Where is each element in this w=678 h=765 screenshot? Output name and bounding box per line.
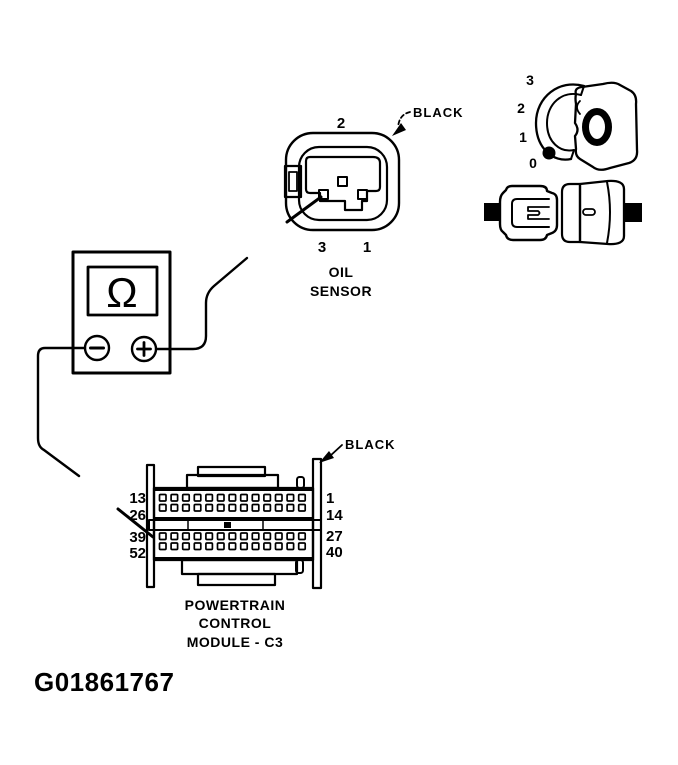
pcm-center-rail [148, 519, 322, 531]
terminal-mark-2: 2 [517, 100, 525, 116]
mating-connector-male-lobe [560, 182, 582, 244]
pcm-black-arrowhead-icon [319, 451, 334, 463]
pcm-caption-line3: MODULE - C3 [187, 634, 284, 650]
mating-connector-slot [582, 208, 596, 216]
mating-connector-female-outline [498, 184, 559, 242]
pcm-upper-pin-block [153, 489, 314, 519]
ohmmeter-display [86, 265, 159, 317]
pcm-pin-label-1: 1 [326, 490, 334, 507]
mating-connector-tongue [527, 206, 550, 220]
pcm-center-rail-ticks [187, 519, 264, 531]
pcm-pin-grid [158, 493, 307, 551]
oil-sensor-caption-line1: OIL [329, 264, 354, 280]
oil-sensor-caption-line2: SENSOR [310, 283, 372, 299]
mating-connector-male-face [606, 181, 611, 244]
sensor-body-outline [573, 81, 639, 171]
oil-sensor-black-arrowhead-icon [392, 123, 406, 136]
pcm-pin-label-26: 26 [129, 507, 146, 524]
oil-sensor-connector: 2 3 1 [283, 115, 401, 256]
mating-connector-cavity [511, 198, 550, 228]
oil-sensor-housing [304, 155, 382, 212]
sensor-pictorial-views: 3 2 1 0 [484, 72, 642, 246]
negative-terminal-icon [83, 334, 111, 362]
positive-terminal-icon [130, 335, 158, 363]
sensor-seal-outer [534, 83, 586, 161]
oil-sensor-pin-label-2: 2 [337, 115, 345, 132]
positive-probe-tip [285, 195, 323, 224]
ohmmeter: Ω [71, 250, 172, 375]
harness-lead-right [623, 203, 642, 222]
pcm-pin-label-27: 27 [326, 528, 343, 545]
oil-sensor-caption: OIL SENSOR [310, 264, 372, 299]
pcm-caption: POWERTRAIN CONTROL MODULE - C3 [185, 597, 286, 650]
pcm-top-boss-small [196, 465, 267, 478]
oil-sensor-keyway-inner [288, 171, 298, 192]
pcm-pin-label-39: 39 [129, 529, 146, 546]
sensor-seal-ends [570, 85, 585, 160]
ohmmeter-body [71, 250, 172, 375]
oil-sensor-pin1-cavity [357, 189, 368, 200]
sensor-seal-hole [582, 108, 612, 146]
negative-probe [80, 476, 120, 508]
pcm-caption-line1: POWERTRAIN [185, 597, 286, 613]
test-leads [36, 195, 323, 539]
oil-sensor-pin-label-3: 3 [318, 239, 326, 256]
oil-sensor-black-leader [397, 111, 411, 128]
sensor-seal-inner [546, 92, 582, 152]
terminal-mark-1: 1 [519, 129, 527, 145]
pcm-black-callout: BLACK [319, 437, 396, 463]
oil-sensor-keyway-outer [283, 164, 303, 199]
pcm-bottom-boss-small [196, 572, 277, 587]
pcm-black-leader [329, 444, 343, 457]
negative-lead-wire [36, 346, 87, 478]
pcm-black-label: BLACK [345, 437, 396, 452]
figure-id: G01861767 [34, 667, 174, 697]
terminal-mark-0: 0 [529, 155, 537, 171]
mating-connector-male-body [578, 179, 626, 246]
pcm-pin-label-13: 13 [129, 490, 146, 507]
oil-sensor-pin-label-1: 1 [363, 239, 371, 256]
pcm-top-latch [296, 476, 305, 489]
pcm-caption-line2: CONTROL [199, 615, 272, 631]
ohm-symbol: Ω [106, 269, 137, 316]
pcm-pin-label-40: 40 [326, 544, 343, 561]
positive-lead-wire [155, 256, 249, 351]
pcm-connector: 13 26 39 52 1 14 27 40 [129, 457, 343, 590]
oil-sensor-pin2-cavity [337, 176, 348, 187]
pcm-pin-label-14: 14 [326, 507, 343, 524]
positive-probe [249, 220, 289, 257]
oil-sensor-inner-ring [297, 145, 389, 222]
sensor-body-notch [576, 100, 581, 115]
pcm-pin-label-52: 52 [129, 545, 146, 562]
pcm-bottom-boss [180, 558, 299, 576]
oil-sensor-black-callout: BLACK [392, 105, 464, 136]
harness-lead-left [484, 203, 501, 221]
pcm-bottom-latch [295, 559, 304, 574]
pcm-center-rail-key [224, 522, 231, 528]
pcm-right-ear [311, 457, 323, 590]
sensor-terminal-dot-icon [542, 146, 556, 160]
oil-sensor-black-label: BLACK [413, 105, 464, 120]
oil-sensor-pin3-cavity [318, 189, 329, 200]
terminal-mark-3: 3 [526, 72, 534, 88]
